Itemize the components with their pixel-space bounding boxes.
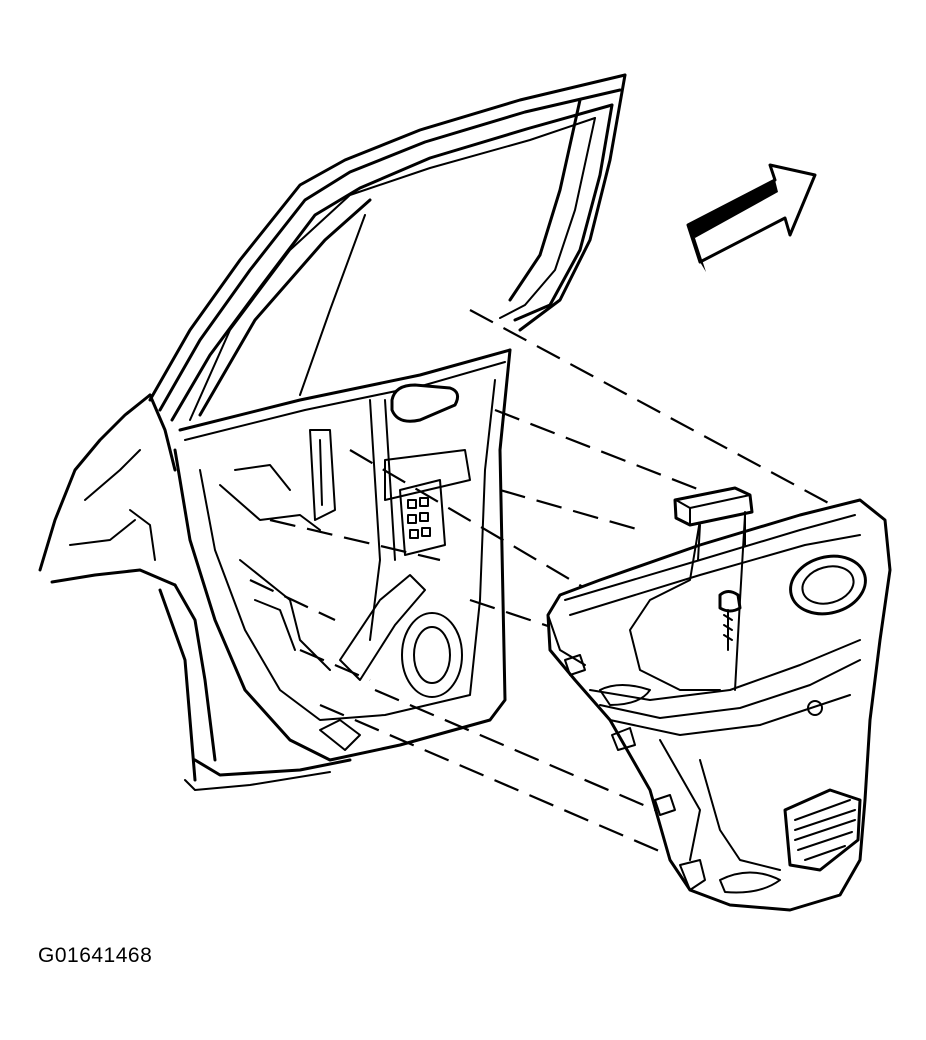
- door-inner-panel: [173, 348, 512, 791]
- inside-handle-bezel: [390, 383, 460, 423]
- door-frame: [148, 73, 627, 441]
- forward-direction-arrow-icon: [686, 163, 817, 272]
- figure-id-label: G01641468: [38, 944, 153, 967]
- door-trim-panel: [546, 498, 892, 912]
- trim-panel-screw: [718, 590, 742, 651]
- body-pillar: [38, 393, 217, 782]
- lower-speaker-grille-hatch: [794, 799, 856, 861]
- wiring-connector: [673, 486, 754, 561]
